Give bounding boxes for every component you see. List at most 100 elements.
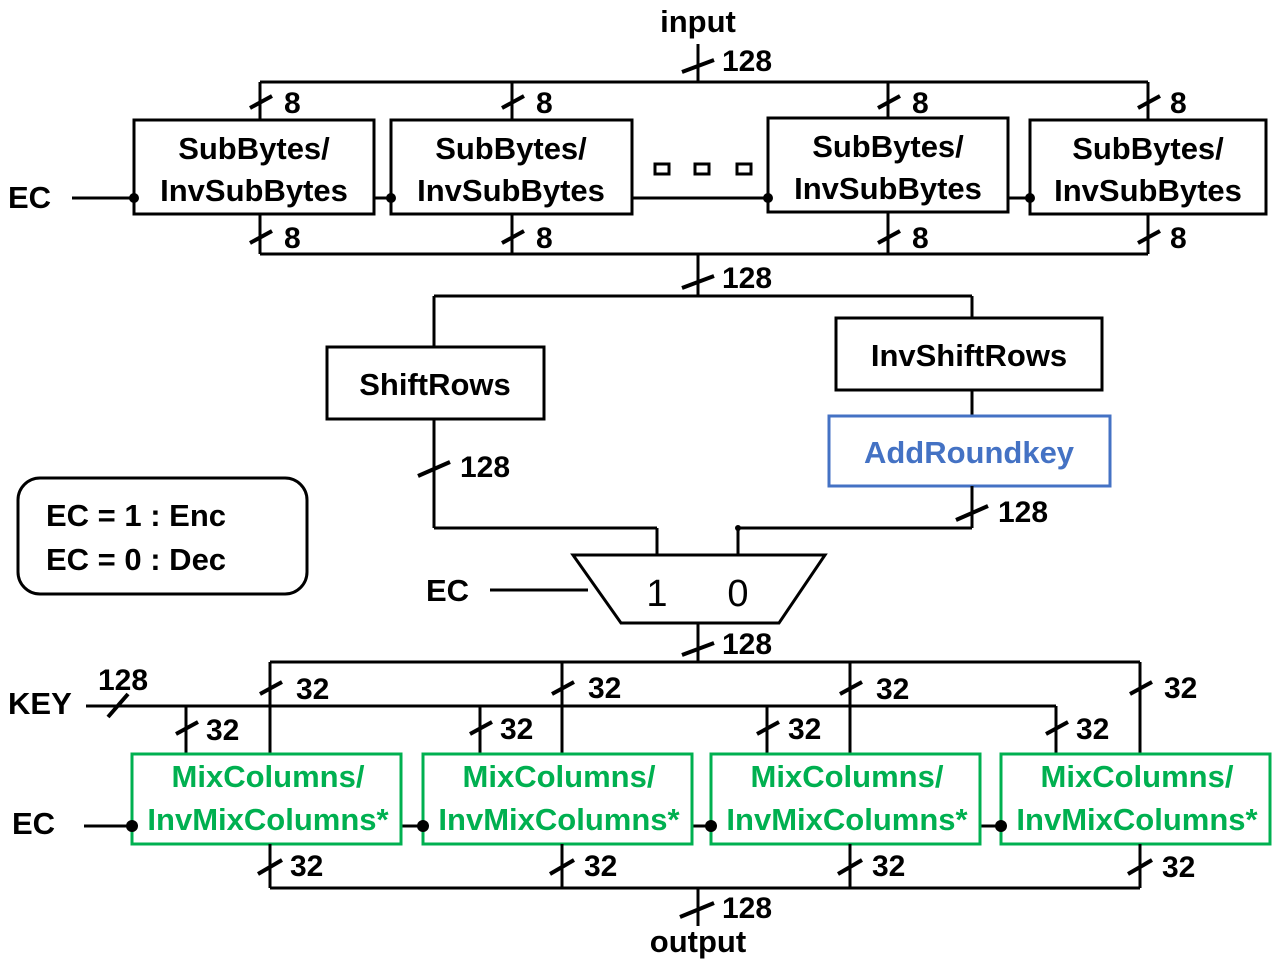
key-label: KEY: [8, 686, 72, 721]
mix-data-width-4: 32: [1164, 672, 1197, 705]
subbytes-block-2: SubBytes/ InvSubBytes: [389, 118, 634, 216]
mixcolumns-4-line1: MixColumns/: [1041, 759, 1234, 794]
sub-in-width-1: 8: [284, 87, 301, 120]
mux-input-0-label: 0: [727, 573, 748, 615]
mux-input-1-label: 1: [646, 573, 667, 615]
mix-key-width-4: 32: [1076, 713, 1109, 746]
sub-out-tick-2: [501, 229, 525, 245]
mix-data-tick-4: [1129, 680, 1153, 696]
mixcolumns-block-4: MixColumns/ InvMixColumns*: [999, 752, 1272, 846]
sub-out-width-1: 8: [284, 222, 301, 255]
mix-out-width-4: 32: [1162, 851, 1195, 884]
input-width-label: 128: [722, 45, 772, 78]
mux-in0-joint: [735, 525, 741, 531]
mix-data-tick-2: [551, 680, 575, 696]
subbytes-2-line1: SubBytes/: [435, 131, 587, 166]
mix-data-width-1: 32: [296, 673, 329, 706]
mix-out-width-3: 32: [872, 850, 905, 883]
sub-out-width-4: 8: [1170, 222, 1187, 255]
sub-out-tick-4: [1137, 229, 1161, 245]
mix-key-tick-4: [1045, 720, 1069, 736]
sub-ec-dot-4: [1025, 193, 1035, 203]
mixcolumns-1-line2: InvMixColumns*: [147, 802, 389, 837]
subbytes-block-1: SubBytes/ InvSubBytes: [132, 118, 376, 216]
mixcolumns-2-line2: InvMixColumns*: [438, 802, 680, 837]
legend-line-dec: EC = 0 : Dec: [46, 542, 226, 577]
sub-ec-dot-2: [386, 193, 396, 203]
mix-data-width-3: 32: [876, 673, 909, 706]
invshiftrows-label: InvShiftRows: [871, 338, 1067, 373]
sub-in-tick-1: [249, 94, 273, 110]
addkey-out-tick: [955, 504, 989, 522]
input-label: input: [660, 4, 736, 39]
mix-ec-dot-3: [705, 820, 717, 832]
mixcolumns-block-3: MixColumns/ InvMixColumns*: [709, 752, 982, 846]
multiplexer: 1 0: [570, 553, 828, 625]
sub-ec-dot-3: [763, 193, 773, 203]
mix-ec-dot-4: [995, 820, 1007, 832]
ellipsis-square-3: [735, 162, 753, 176]
mix-key-tick-2: [469, 720, 493, 736]
invshiftrows-block: InvShiftRows: [834, 316, 1104, 392]
output-width-label: 128: [722, 892, 772, 925]
key-width-tick: [106, 692, 130, 719]
sub-in-tick-4: [1137, 94, 1161, 110]
mixcolumns-3-line1: MixColumns/: [751, 759, 944, 794]
mux-ec-label: EC: [426, 573, 469, 608]
mix-out-tick-2: [548, 858, 576, 876]
mix-ec-dot-2: [417, 820, 429, 832]
sub-in-width-3: 8: [912, 87, 929, 120]
mix-key-width-1: 32: [206, 714, 239, 747]
subbytes-2-line2: InvSubBytes: [417, 173, 605, 208]
mix-data-tick-1: [259, 680, 283, 696]
sub-merge-width: 128: [722, 262, 772, 295]
subbytes-3-line2: InvSubBytes: [794, 171, 982, 206]
sub-merge-tick: [681, 274, 715, 290]
shiftrows-out-width: 128: [460, 451, 510, 484]
mixcolumns-4-line2: InvMixColumns*: [1016, 802, 1258, 837]
mix-key-width-2: 32: [500, 713, 533, 746]
sub-out-tick-1: [249, 229, 273, 245]
shiftrows-label: ShiftRows: [359, 367, 511, 402]
subbytes-4-line2: InvSubBytes: [1054, 173, 1242, 208]
output-width-tick: [679, 901, 715, 919]
mix-ec-dot-1: [126, 820, 138, 832]
mix-out-tick-3: [836, 858, 864, 876]
sub-in-width-4: 8: [1170, 87, 1187, 120]
mix-data-width-2: 32: [588, 672, 621, 705]
shiftrows-block: ShiftRows: [325, 345, 546, 421]
ellipsis-square-1: [653, 162, 671, 176]
mix-key-width-3: 32: [788, 713, 821, 746]
sub-in-tick-3: [877, 94, 901, 110]
sub-ec-dot-1: [129, 193, 139, 203]
mix-ec-label: EC: [12, 806, 55, 841]
addkey-out-width: 128: [998, 496, 1048, 529]
mix-out-tick-1: [256, 858, 284, 876]
mixcolumns-2-line1: MixColumns/: [463, 759, 656, 794]
mixcolumns-1-line1: MixColumns/: [172, 759, 365, 794]
mux-out-tick: [681, 641, 715, 657]
subbytes-3-line1: SubBytes/: [812, 129, 964, 164]
mix-out-tick-4: [1126, 858, 1154, 876]
legend-box: EC = 1 : Enc EC = 0 : Dec: [16, 476, 309, 596]
shiftrows-out-tick: [417, 460, 451, 478]
mixcolumns-block-2: MixColumns/ InvMixColumns*: [421, 752, 694, 846]
addroundkey-label: AddRoundkey: [864, 435, 1075, 470]
sub-in-tick-2: [501, 94, 525, 110]
addroundkey-block: AddRoundkey: [827, 414, 1112, 488]
output-label: output: [650, 924, 746, 959]
mux-out-width: 128: [722, 628, 772, 661]
sub-ec-label: EC: [8, 180, 51, 215]
legend-line-enc: EC = 1 : Enc: [46, 498, 226, 533]
subbytes-1-line1: SubBytes/: [178, 131, 330, 166]
subbytes-4-line1: SubBytes/: [1072, 131, 1224, 166]
subbytes-1-line2: InvSubBytes: [160, 173, 348, 208]
key-width-label: 128: [98, 664, 148, 697]
mixcolumns-3-line2: InvMixColumns*: [726, 802, 968, 837]
subbytes-block-4: SubBytes/ InvSubBytes: [1028, 118, 1268, 216]
mix-out-width-1: 32: [290, 850, 323, 883]
mixcolumns-block-1: MixColumns/ InvMixColumns*: [130, 752, 403, 846]
mix-key-tick-1: [175, 720, 199, 736]
mix-key-tick-3: [756, 720, 780, 736]
